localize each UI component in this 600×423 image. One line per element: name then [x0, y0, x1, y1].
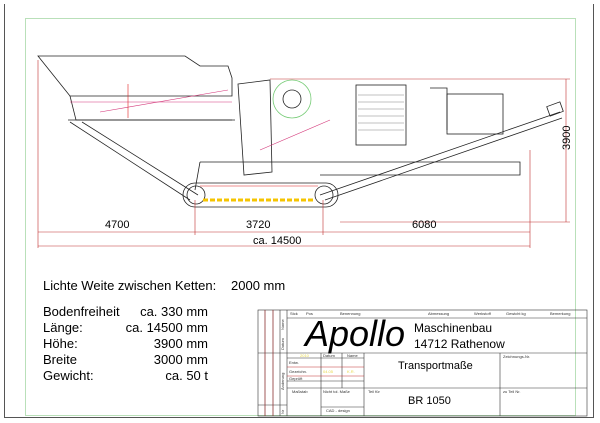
magenta-detail-lines	[70, 89, 331, 151]
track-gap-value: 2000 mm	[231, 278, 286, 293]
header-abmessung: Abmessung	[428, 311, 450, 316]
spec-value: ca. 50 t	[165, 368, 208, 383]
discharge-conveyor	[319, 111, 563, 201]
rear-support	[430, 87, 448, 130]
header-werkstoff: Werkstoff	[474, 311, 491, 316]
track-gap-label: Lichte Weite zwischen Ketten:	[43, 278, 217, 293]
spec-value: 3900 mm	[153, 336, 208, 351]
hopper	[37, 55, 233, 97]
row-massstab: Maßstab	[292, 389, 308, 394]
nicht-tol: Nicht tol. Maße	[323, 389, 350, 394]
dimension-lines	[37, 60, 570, 248]
company-line-2: 14712 Rathenow	[414, 337, 505, 351]
spec-label: Höhe:	[43, 336, 78, 351]
header-stck: Stck	[290, 311, 298, 316]
spec-value: ca. 14500 mm	[125, 320, 208, 335]
front-frame	[69, 121, 199, 201]
header-gewicht: Gewicht kg	[506, 311, 526, 316]
name-label: Name	[347, 353, 358, 358]
red-detail-lines	[127, 84, 318, 187]
dim-total: ca. 14500	[253, 235, 302, 247]
jaw-crusher	[237, 79, 273, 176]
company-logo: Apollo	[305, 313, 406, 354]
spec-value: ca. 330 mm	[140, 304, 208, 319]
radiator-grille	[358, 94, 404, 131]
drive-wheel	[314, 185, 334, 205]
flywheel-hub	[282, 89, 302, 109]
zu-teil-nr-label: zu Teil Nr.	[503, 389, 521, 394]
idler-wheel	[186, 185, 206, 205]
gez-name: K.R.	[347, 369, 355, 374]
row-geprueft: Geprüft	[289, 376, 303, 381]
header-pos: Pos	[306, 311, 313, 316]
flywheel	[272, 79, 312, 119]
spec-label: Bodenfreiheit	[43, 304, 120, 319]
power-unit	[355, 84, 407, 146]
dim-front: 4700	[105, 219, 130, 231]
spec-label: Gewicht:	[43, 368, 94, 383]
header-bemerkung: Bemerkung	[550, 311, 571, 316]
cad-design: CAD - design	[326, 408, 350, 413]
header-benennung: Benennung	[340, 311, 361, 316]
dim-rear: 6080	[412, 219, 437, 231]
company-line-1: Maschinenbau	[414, 321, 493, 335]
row-entw: Entw.	[289, 360, 299, 365]
spec-label: Länge:	[43, 320, 83, 335]
year: 2010	[300, 353, 309, 358]
drawing-frame	[25, 18, 576, 416]
side-label-name: Name	[280, 319, 285, 330]
spec-value: 3000 mm	[153, 352, 208, 367]
sheet-border	[4, 4, 594, 418]
spec-label: Breite	[43, 352, 77, 367]
row-gezeichn: Gezeichn.	[289, 369, 308, 374]
crawler-track	[182, 182, 339, 208]
teil-fuer-label: Teil für	[368, 389, 380, 394]
zeichnungs-nr-label: Zeichnungs-Nr.	[503, 354, 531, 359]
gez-date: 04.05	[323, 369, 334, 374]
drawing-title: Transportmaße	[398, 360, 473, 372]
side-label-datum: Datum	[280, 338, 285, 350]
side-label-nr: Nr	[280, 409, 285, 414]
side-label-aenderung: Änderung	[280, 372, 285, 390]
chassis	[194, 161, 521, 191]
conveyor-head	[546, 101, 564, 117]
dim-middle: 3720	[246, 219, 271, 231]
datum-label: Datum	[323, 353, 335, 358]
part-number: BR 1050	[408, 395, 451, 407]
